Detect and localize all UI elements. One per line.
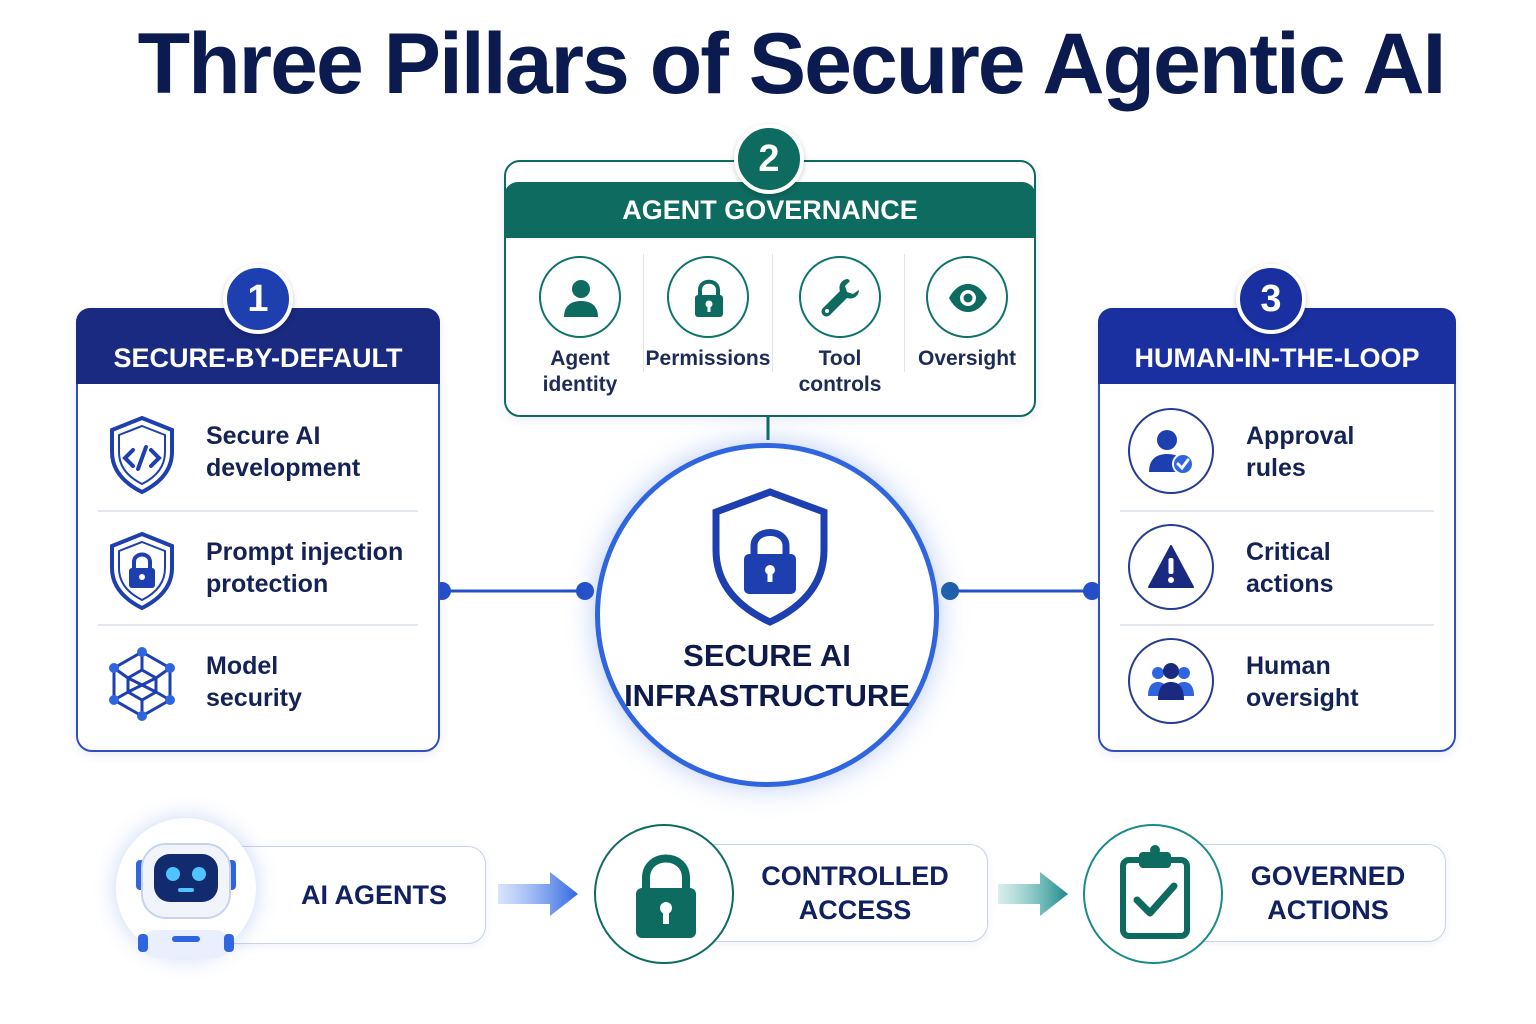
lock-icon bbox=[695, 279, 723, 317]
clipboard-check-icon bbox=[1120, 845, 1190, 939]
item-label: Model security bbox=[206, 652, 302, 712]
flow-step-label: GOVERNED ACTIONS bbox=[1250, 861, 1406, 925]
wrench-icon bbox=[821, 279, 859, 317]
network-cube-icon bbox=[109, 647, 175, 721]
list-item: Secure AI development bbox=[98, 396, 418, 510]
eye-icon bbox=[949, 284, 987, 312]
padlock-icon bbox=[636, 854, 696, 938]
pillar-agent-governance: AGENT GOVERNANCE Agent identity Permissi… bbox=[504, 160, 1036, 417]
group-icon bbox=[1148, 663, 1194, 700]
item-label: Tool controls bbox=[798, 347, 882, 396]
item-label: Prompt injection protection bbox=[206, 538, 404, 598]
clipboard-badge bbox=[1083, 824, 1223, 964]
robot-badge bbox=[116, 818, 256, 958]
pillar-human-in-the-loop: HUMAN-IN-THE-LOOP Approval rules Critica… bbox=[1098, 308, 1456, 752]
item-label: Human oversight bbox=[1246, 652, 1359, 712]
governance-item-permissions: Permissions bbox=[644, 236, 772, 388]
code-shield-icon bbox=[110, 415, 174, 494]
governance-item-tool-controls: Tool controls bbox=[776, 236, 904, 396]
list-item: Approval rules bbox=[1120, 396, 1434, 510]
user-icon bbox=[564, 280, 598, 317]
robot-icon bbox=[136, 843, 236, 958]
item-label: Critical actions bbox=[1246, 538, 1334, 598]
pillar-number-badge: 3 bbox=[1236, 264, 1306, 334]
padlock-badge bbox=[594, 824, 734, 964]
pillar-secure-by-default: SECURE-BY-DEFAULT Secure AI development … bbox=[76, 308, 440, 752]
user-check-icon bbox=[1149, 430, 1194, 474]
divider bbox=[772, 254, 773, 372]
divider bbox=[643, 254, 644, 372]
item-label: Secure AI development bbox=[206, 422, 361, 482]
pillar-number-badge: 2 bbox=[734, 124, 804, 194]
warning-icon bbox=[1148, 545, 1194, 588]
center-label: SECURE AI INFRASTRUCTURE bbox=[624, 638, 910, 713]
flow-step-label: AI AGENTS bbox=[300, 880, 447, 910]
item-label: Approval rules bbox=[1246, 422, 1355, 482]
list-item: Human oversight bbox=[1120, 624, 1434, 740]
list-item: Critical actions bbox=[1120, 510, 1434, 626]
list-item: Model security bbox=[98, 624, 418, 740]
pillar-heading: HUMAN-IN-THE-LOOP bbox=[1098, 308, 1456, 384]
list-item: Prompt injection protection bbox=[98, 510, 418, 626]
lock-shield-icon bbox=[110, 531, 174, 610]
governance-item-agent-identity: Agent identity bbox=[516, 236, 644, 396]
pillar-number-badge: 1 bbox=[223, 264, 293, 334]
governance-item-oversight: Oversight bbox=[904, 236, 1030, 388]
secure-ai-infrastructure-hub: SECURE AI INFRASTRUCTURE bbox=[595, 443, 939, 787]
shield-lock-icon bbox=[712, 488, 828, 626]
flow-step-label: CONTROLLED ACCESS bbox=[761, 861, 949, 925]
item-label: Agent identity bbox=[542, 347, 618, 396]
item-label: Permissions bbox=[645, 347, 771, 370]
page-title: Three Pillars of Secure Agentic AI bbox=[137, 16, 1447, 112]
divider bbox=[904, 254, 905, 372]
item-label: Oversight bbox=[917, 347, 1017, 370]
